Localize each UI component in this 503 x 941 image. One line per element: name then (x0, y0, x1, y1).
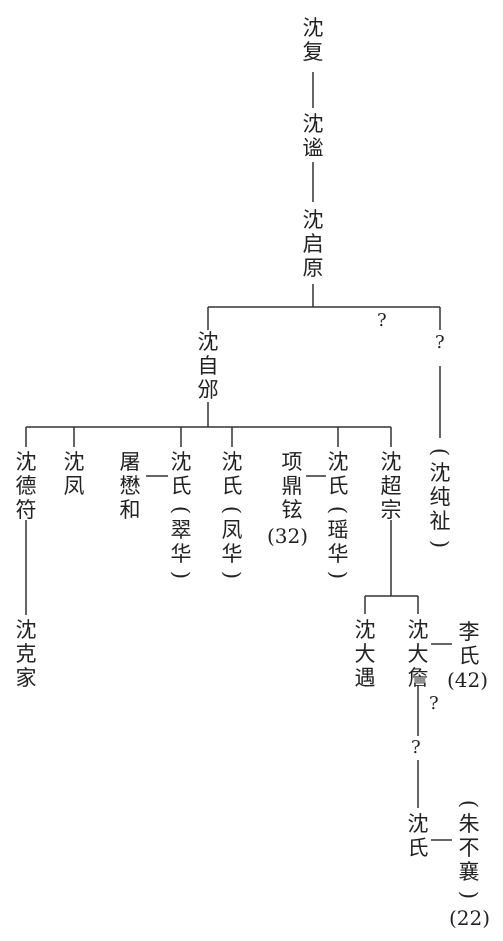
person-tu-maohe: 屠懋和 (119, 450, 141, 522)
person-xiang-dingxuan: 项鼎铉 (281, 450, 303, 522)
name-yaohua: 瑶华 (327, 518, 349, 566)
unknown-marker-4: ? (411, 737, 421, 758)
person-shen-shi-cuihua: 沈氏 (170, 450, 192, 498)
person-shen-shi-last: 沈氏 (407, 812, 429, 860)
paren-close-chunzhi: ) (428, 539, 452, 549)
unknown-marker-3: ? (429, 693, 439, 714)
paren-close-yaohua: ) (326, 570, 350, 580)
person-shen-zibin: 沈自邠 (197, 330, 219, 402)
person-zhu-buxiang: 朱不襄 (458, 812, 480, 884)
person-shen-chunzhi: 沈纯祉 (429, 461, 451, 533)
person-shen-qiyuan: 沈启原 (302, 208, 324, 280)
person-li-shi: 李氏 (458, 620, 480, 668)
unknown-marker-2: ? (435, 332, 445, 353)
paren-close-zhu: ) (457, 890, 481, 900)
age-xiang-dingxuan: (32) (267, 524, 309, 548)
person-shen-shi-fenghua: 沈氏 (221, 450, 243, 498)
person-shen-kejia: 沈克家 (15, 618, 37, 690)
person-shen-shi-yaohua: 沈氏 (327, 450, 349, 498)
person-shen-fu: 沈复 (302, 16, 324, 64)
person-shen-dayu: 沈大遇 (354, 618, 376, 690)
paren-close-fenghua: ) (220, 570, 244, 580)
age-zhu-buxiang: (22) (449, 906, 491, 930)
unknown-marker-1: ? (377, 310, 387, 331)
person-shen-defu: 沈德符 (15, 450, 37, 522)
name-cuihua: 翠华 (170, 518, 192, 566)
person-shen-dazhan: 沈大詹 (407, 618, 429, 690)
name-fenghua: 凤华 (221, 518, 243, 566)
age-li-shi: (42) (447, 668, 489, 692)
person-shen-chaozong: 沈超宗 (380, 450, 402, 522)
person-shen-mi: 沈谧 (302, 112, 324, 160)
person-shen-feng: 沈凤 (63, 450, 85, 498)
paren-close-cuihua: ) (169, 570, 193, 580)
